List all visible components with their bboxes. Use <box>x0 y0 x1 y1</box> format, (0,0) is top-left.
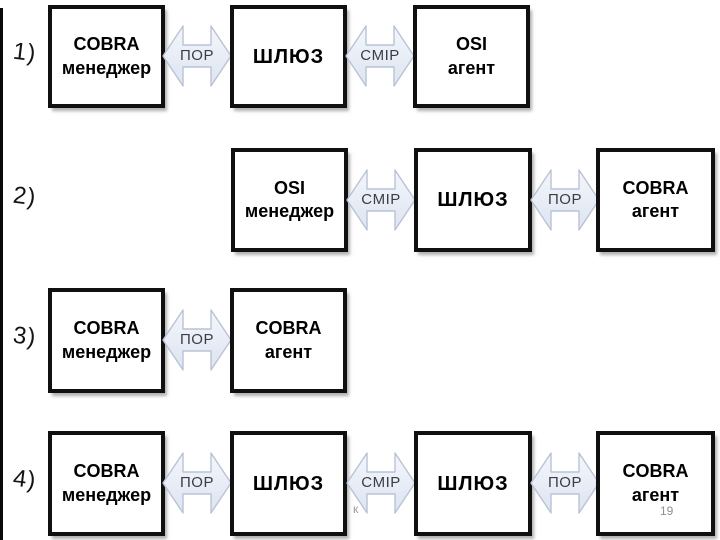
node-label-line: COBRA <box>73 318 140 339</box>
node-label-line: COBRA <box>73 34 140 55</box>
node-label-line: менеджер <box>61 341 152 362</box>
node-label-line: менеджер <box>61 57 152 78</box>
node-gateway: ШЛЮЗ <box>230 431 347 536</box>
row-number-2: 2) <box>11 181 39 212</box>
node-label-line: COBRA <box>622 177 689 198</box>
node-gateway: ШЛЮЗ <box>414 148 532 252</box>
arrow-protocol-label: CMIP <box>360 47 400 65</box>
node-label-line: агент <box>631 484 680 505</box>
node-label-line: менеджер <box>61 484 152 505</box>
arrow-por: ПОР <box>162 307 232 373</box>
node-osi-manager: OSI менеджер <box>231 148 348 252</box>
node-cobra-agent: COBRA агент <box>230 288 347 393</box>
arrow-protocol-label: ПОР <box>180 331 214 349</box>
node-label-line: ШЛЮЗ <box>252 472 325 495</box>
node-label-line: OSI <box>273 177 305 198</box>
node-label-line: менеджер <box>244 201 335 221</box>
node-label-line: ШЛЮЗ <box>437 472 509 495</box>
arrow-protocol-label: CMIP <box>361 191 401 209</box>
node-label-line: COBRA <box>255 318 322 339</box>
node-cobra-manager: COBRA менеджер <box>48 431 165 536</box>
arrow-por: ПОР <box>162 23 232 89</box>
arrow-protocol-label: ПОР <box>180 47 214 65</box>
arrow-protocol-label: CMIP <box>361 474 401 492</box>
arrow-protocol-label: ПОР <box>180 474 214 492</box>
node-label-line: COBRA <box>73 461 140 482</box>
arrow-cmip: CMIP <box>346 167 416 233</box>
node-label-line: агент <box>447 57 496 78</box>
arrow-por: ПОР <box>162 450 232 516</box>
node-label-line: агент <box>631 201 680 221</box>
stray-mark: к <box>353 502 359 516</box>
slide-left-edge <box>0 8 3 540</box>
node-label-line: ШЛЮЗ <box>252 45 325 68</box>
node-osi-agent: OSI агент <box>413 5 530 108</box>
node-label-line: OSI <box>455 34 487 55</box>
node-label-line: COBRA <box>622 461 689 482</box>
node-label-line: агент <box>264 341 313 362</box>
arrow-protocol-label: ПОР <box>548 191 582 209</box>
node-cobra-manager: COBRA менеджер <box>48 5 165 108</box>
node-gateway: ШЛЮЗ <box>230 5 347 108</box>
arrow-cmip: CMIP <box>345 23 415 89</box>
arrow-protocol-label: ПОР <box>548 474 582 492</box>
arrow-por: ПОР <box>530 450 600 516</box>
node-cobra-agent: COBRA агент <box>596 431 715 536</box>
node-cobra-manager: COBRA менеджер <box>48 288 165 393</box>
arrow-por: ПОР <box>530 167 600 233</box>
node-gateway: ШЛЮЗ <box>414 431 532 536</box>
node-label-line: ШЛЮЗ <box>437 189 509 211</box>
node-cobra-agent: COBRA агент <box>596 148 715 252</box>
slide-page-number: 19 <box>660 504 674 518</box>
